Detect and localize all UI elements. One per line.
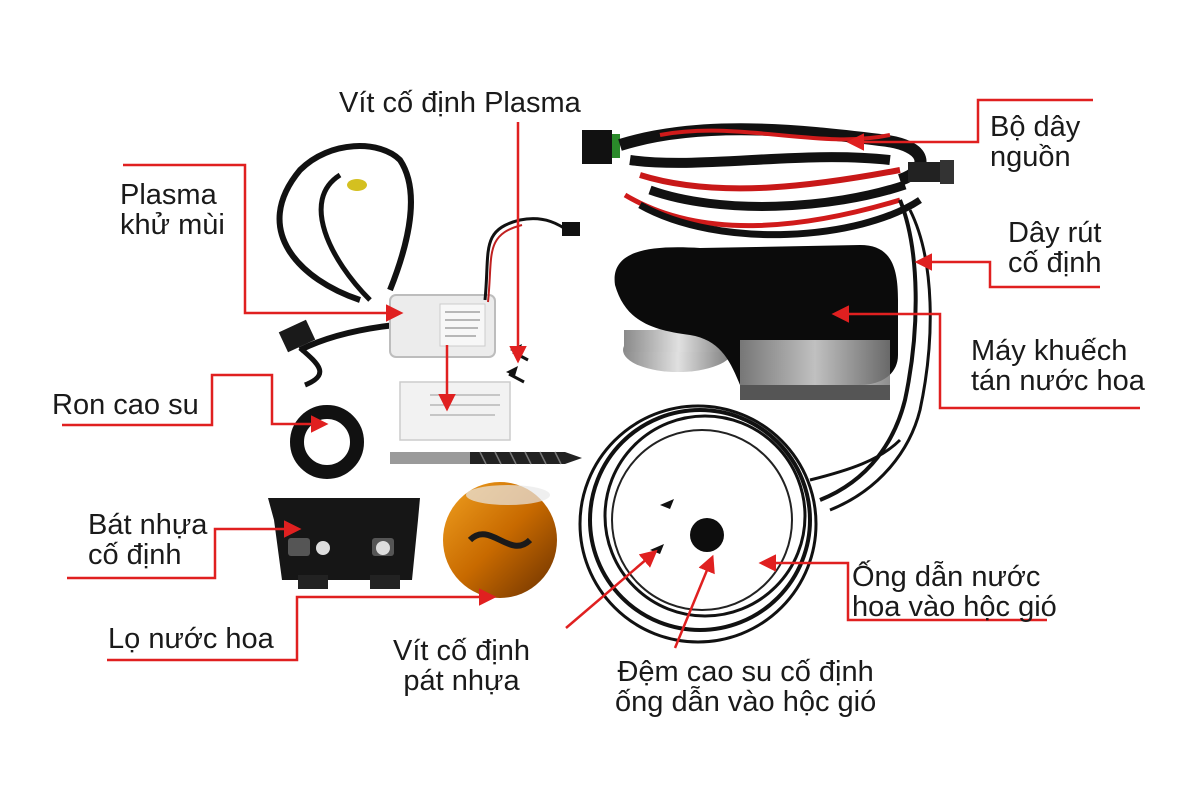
diffuser-machine-icon bbox=[614, 245, 898, 400]
callout-rubber-ring bbox=[62, 373, 329, 433]
label-screw-plasma: Vít cố định Plasma bbox=[339, 87, 581, 119]
perfume-bottle-icon bbox=[443, 482, 557, 598]
callout-bottle bbox=[107, 588, 497, 662]
callout-lines bbox=[62, 98, 1140, 662]
power-harness-icon bbox=[582, 123, 954, 239]
callout-cable-tie bbox=[914, 253, 1100, 289]
rubber-ring-icon bbox=[290, 405, 364, 479]
tube-coil-icon bbox=[578, 404, 902, 644]
callout-bracket bbox=[67, 520, 302, 580]
callout-tube bbox=[758, 554, 1047, 622]
drill-bit-icon bbox=[390, 451, 582, 465]
plastic-bracket-icon bbox=[268, 498, 420, 589]
rubber-pad-icon bbox=[690, 518, 724, 552]
callout-screw-bracket bbox=[565, 549, 658, 629]
label-rubber-ring: Ron cao su bbox=[52, 389, 199, 421]
label-perfume-bottle: Lọ nước hoa bbox=[108, 623, 274, 655]
callout-diffuser bbox=[831, 305, 1140, 410]
plasma-module-icon bbox=[276, 143, 580, 441]
callout-power-harness bbox=[846, 98, 1093, 151]
callout-rubber-pad bbox=[673, 554, 715, 649]
callout-plasma bbox=[123, 163, 404, 322]
